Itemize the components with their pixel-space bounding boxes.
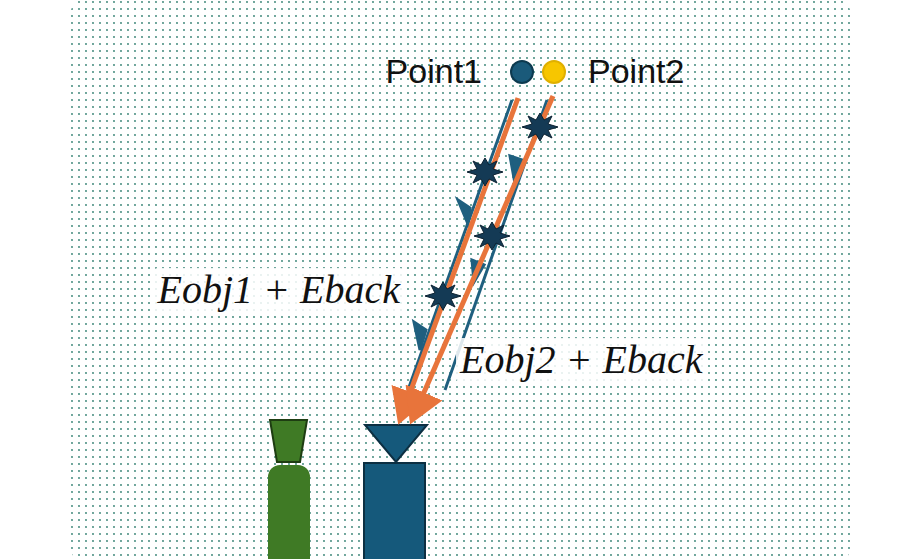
scatter-events [425,113,558,310]
energy-label: Eobj2 + Eback [456,338,706,382]
background-region [68,0,853,559]
point-label: Point2 [588,54,684,88]
blue-sensor [364,425,427,559]
point-label: Point1 [386,54,482,88]
point-marker: Point2 [542,60,566,84]
point-marker: Point1 [510,60,534,84]
energy-label: Eobj1 + Eback [154,268,404,312]
dotted-medium [68,0,853,559]
green-sensor [268,420,310,559]
